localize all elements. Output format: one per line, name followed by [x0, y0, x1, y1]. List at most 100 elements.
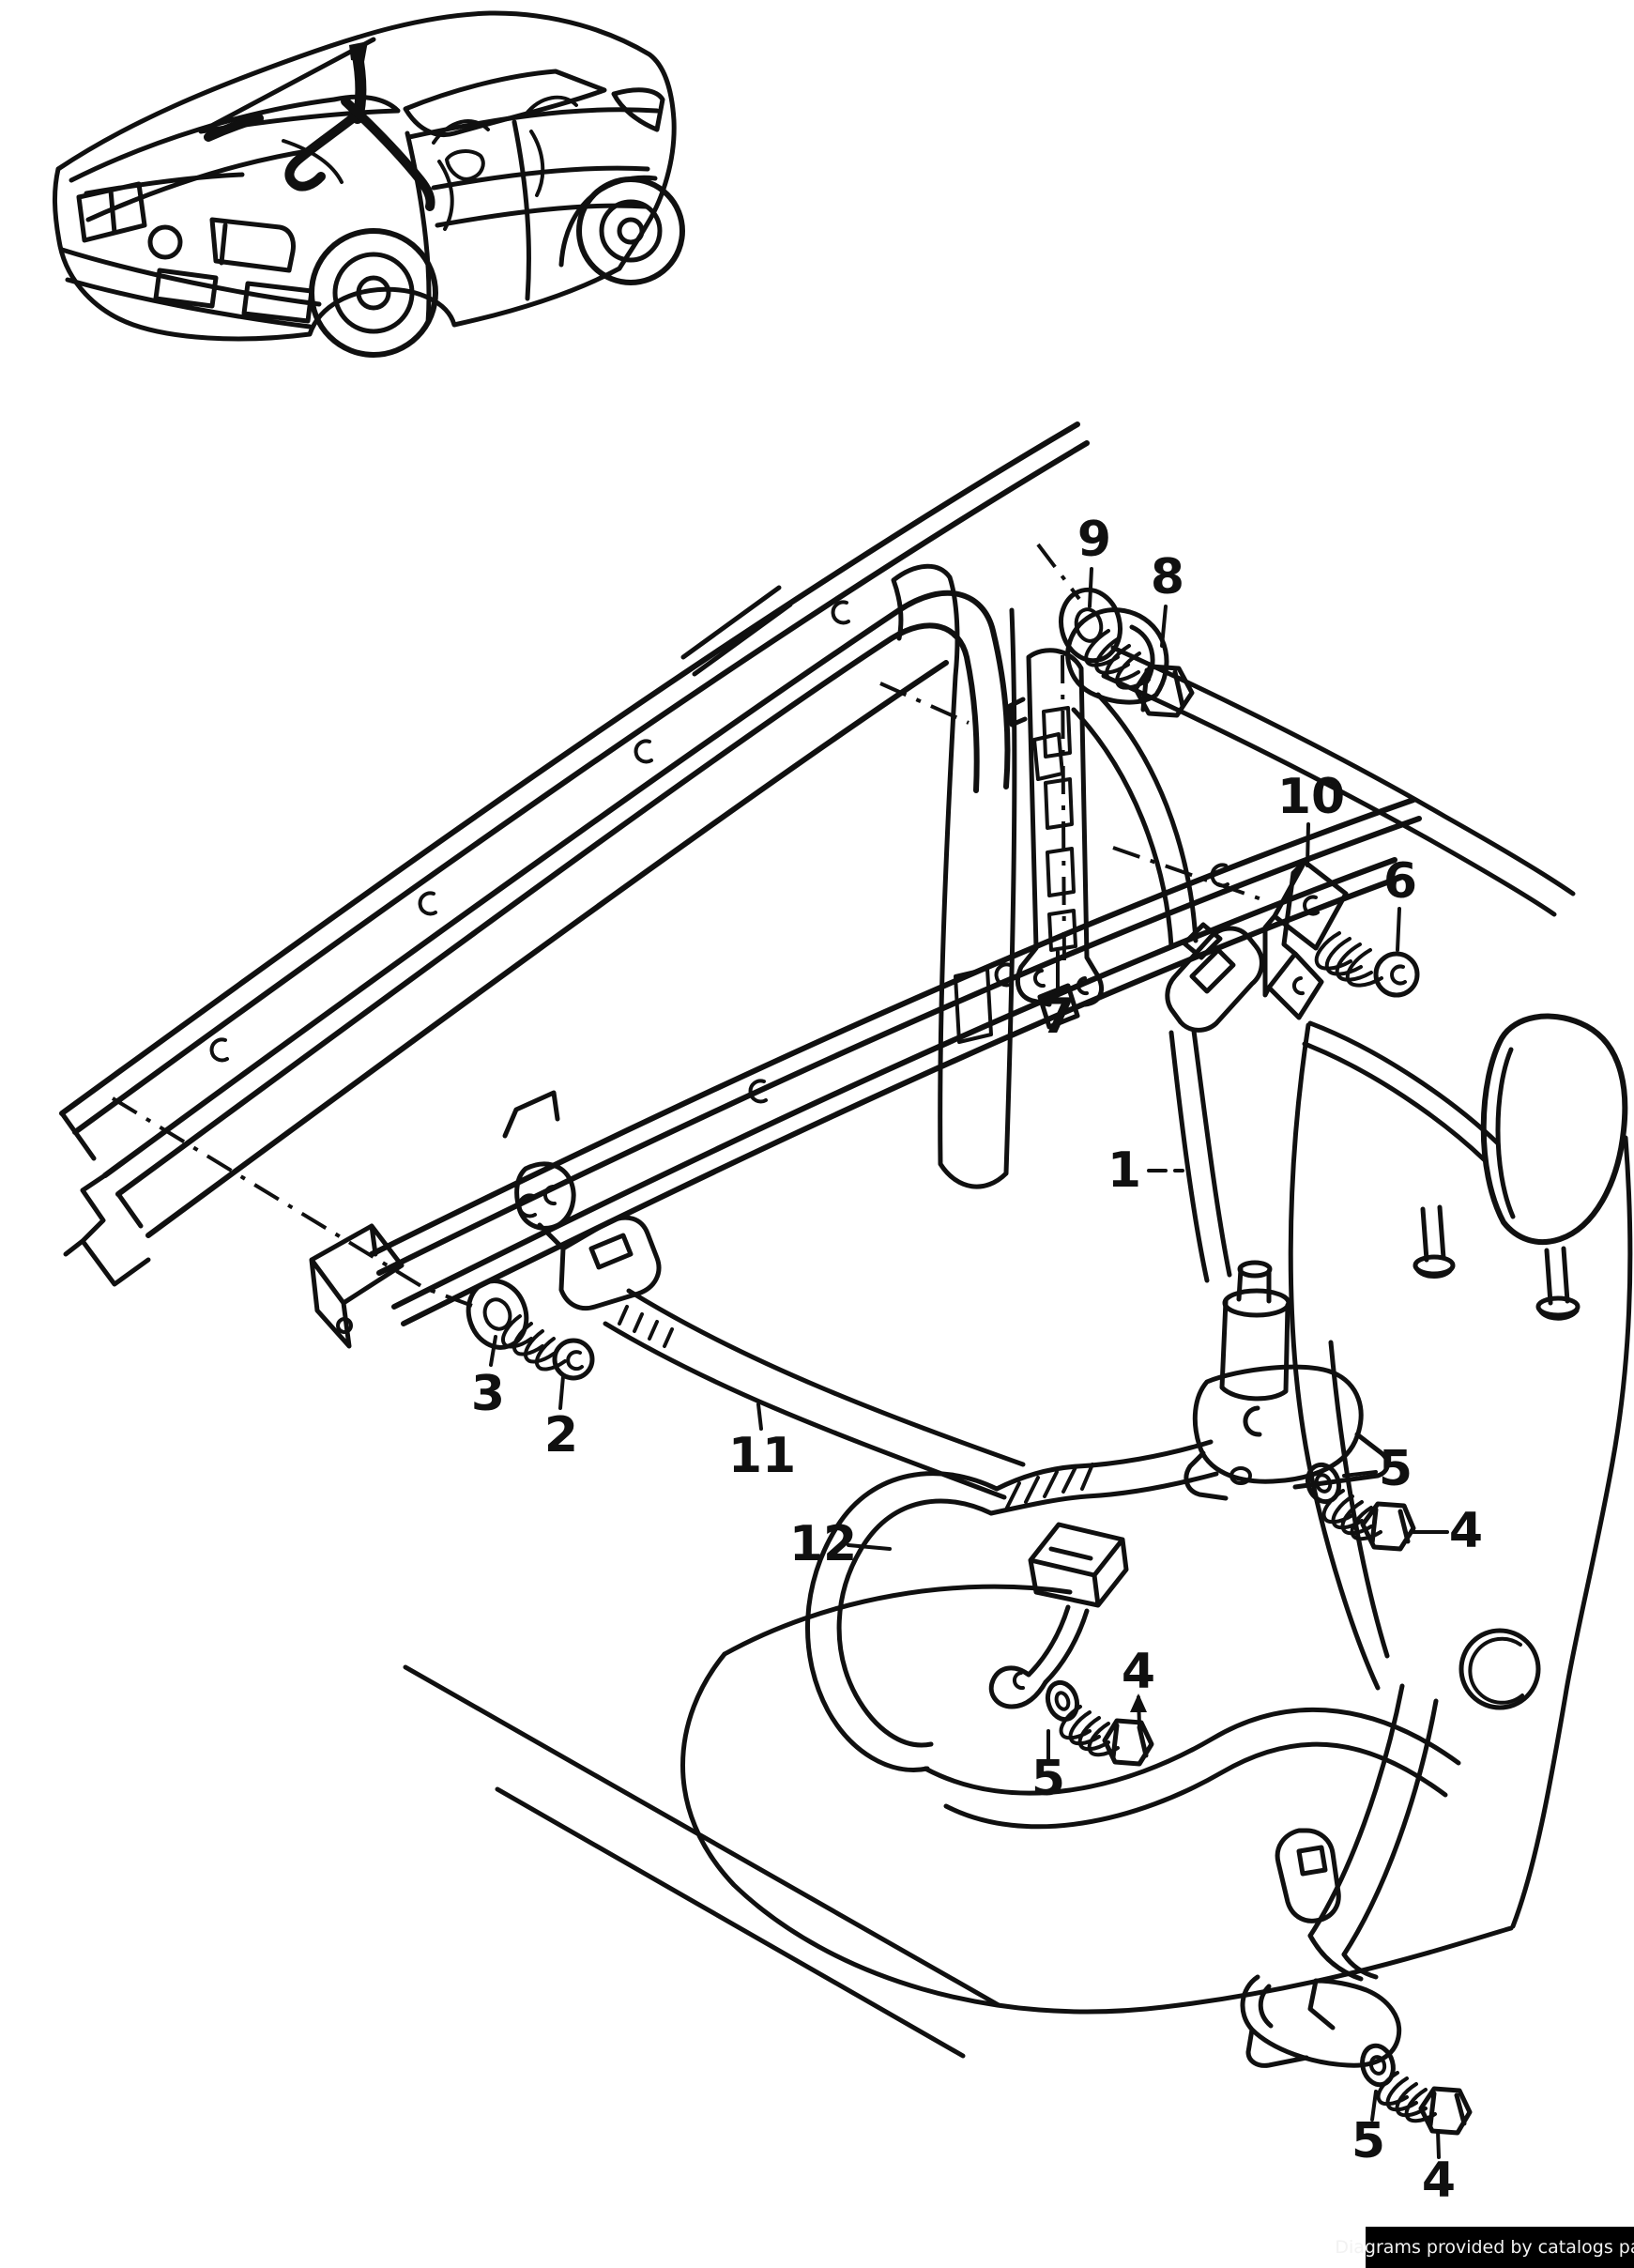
buckle-foot-hole: [1012, 1671, 1025, 1691]
callout-leader-2: [558, 1374, 565, 1410]
callout-10: 10: [1277, 769, 1345, 825]
seatback-top-edge: [1302, 1020, 1501, 1163]
adjuster-rail-7: [1007, 648, 1104, 1007]
bolt-8-threads: [1084, 629, 1151, 690]
headrest-posts: [1414, 1204, 1580, 1321]
headrest: [1480, 1013, 1628, 1246]
belt-hatch-marks: [1005, 1463, 1094, 1509]
washer-5b-outer: [1045, 1679, 1080, 1723]
recline-knob-inner: [1468, 1636, 1524, 1705]
centerline-to-washer-9: [1036, 543, 1081, 601]
provider-badge: Diagrams provided by catalogs parts: [1335, 2227, 1634, 2268]
belt-11-webbing: [603, 1288, 1026, 1500]
callout-arrow-4: [1130, 1693, 1147, 1712]
callout-4: 4: [1449, 1503, 1483, 1559]
centerline-to-washer-3: [111, 1096, 476, 1309]
bolt-4c-hex-head: [1418, 2086, 1473, 2136]
screw-2-head: [552, 1338, 595, 1381]
lap-loop-outer: [805, 1471, 1000, 1772]
callout-leader-5: [1342, 1470, 1378, 1478]
car-windows: [403, 69, 665, 137]
bolt-4b-threads: [1059, 1705, 1120, 1757]
bolt-4b-hex-head: [1102, 1718, 1154, 1767]
provider-badge-text: Diagrams provided by catalogs parts: [1335, 2237, 1634, 2258]
bolt-4c-threads: [1376, 2071, 1437, 2123]
bolt-4a-threads: [1321, 1489, 1382, 1541]
front-wheel-hub: [356, 275, 391, 311]
floor-sill-lines: [403, 1664, 1001, 2059]
car-belt-top-anchor-mark: [349, 41, 368, 62]
lower-belt-and-anchor: [1240, 1683, 1473, 2136]
buckle-foot: [988, 1665, 1048, 1709]
seatback-left-edge: [1288, 1022, 1390, 1691]
callout-leader-9: [1088, 567, 1093, 608]
rear-wheel-rim: [599, 199, 663, 263]
callout-leader-4: [1436, 2129, 1441, 2159]
roof-rail-inner-segments: [680, 585, 793, 677]
recline-knob: [1458, 1628, 1541, 1710]
buckle-assembly: [988, 1522, 1154, 1767]
belt-1-webbing-lower: [1168, 1028, 1232, 1283]
car-door-lines: [405, 119, 650, 326]
callout-leader-5: [1370, 2090, 1378, 2122]
screw-2: [501, 1314, 595, 1381]
bolt-6: [1314, 931, 1420, 998]
anchor-pivot-hole: [543, 1185, 557, 1206]
cushion-front-edge: [680, 1651, 1514, 2015]
b-pillar-and-adjuster: [891, 563, 1104, 1189]
roof-rail: [59, 421, 1090, 1287]
callout-11: 11: [728, 1428, 796, 1484]
roof-rail-holes: [209, 600, 850, 1063]
callout-1: 1: [1107, 1142, 1141, 1199]
b-pillar-outline: [891, 563, 1017, 1189]
car-inset: [53, 10, 685, 358]
floor-anchor-bracket: [1240, 1974, 1402, 2068]
callout-9: 9: [1077, 512, 1111, 568]
washer-3-inner: [482, 1297, 512, 1331]
belt-11-stitching: [618, 1305, 674, 1348]
car-body-outline: [53, 10, 677, 342]
bolt-4-buckle: [1059, 1705, 1154, 1767]
callout-5: 5: [1031, 1751, 1065, 1807]
callout-6: 6: [1383, 853, 1417, 910]
retractor-top-cap: [1237, 1260, 1273, 1279]
belt-1-adjuster-fitting: [1165, 922, 1264, 1033]
adjuster-foot-holes: [1032, 969, 1089, 996]
centerline-pillar-vertical: [1061, 654, 1066, 968]
bolt-4-floor: [1376, 2071, 1473, 2136]
callout-leader-11: [756, 1402, 763, 1431]
post-collar-left: [1413, 1254, 1456, 1277]
cushion-top-edge: [722, 1584, 1073, 1657]
callout-2: 2: [544, 1407, 578, 1463]
roof-rail-lines: [59, 421, 1090, 1238]
bolt-6-threads: [1314, 931, 1383, 988]
retractor-cylinder: [1219, 1298, 1290, 1402]
door-rail-end-box: [309, 1223, 405, 1349]
car-apillar-trim-mark: [204, 114, 264, 142]
door-rail-end-hole: [336, 1317, 353, 1334]
callout-leader-8: [1160, 605, 1168, 648]
rear-wheel-hub: [617, 217, 645, 245]
roof-rail-end-bracket: [59, 1111, 151, 1287]
car-interior-seats: [282, 95, 578, 231]
callout-leader-3: [489, 1335, 497, 1367]
callout-5: 5: [1379, 1441, 1413, 1497]
bolt-6-head: [1373, 951, 1420, 998]
washer-5a-inner: [1314, 1473, 1333, 1494]
buckle-stalk: [1026, 1604, 1090, 1685]
car-front-details: [59, 172, 322, 329]
car-belt-shoulder-highlight: [284, 110, 362, 192]
callout-4: 4: [1122, 1644, 1155, 1700]
bracket-10: [1262, 859, 1349, 1020]
adjuster-rail-slots: [1042, 706, 1077, 952]
door-rail-lines: [369, 797, 1422, 1326]
adjuster-foot-diamond: [1037, 983, 1080, 1030]
shoulder-belt: [1065, 607, 1576, 1283]
car-vw-badge: [147, 224, 183, 260]
callout-8: 8: [1151, 549, 1184, 605]
bolt-4a-hex-head: [1360, 1501, 1416, 1552]
retractor-base-hole: [1229, 1466, 1252, 1485]
anchor-pivot-fitting: [514, 1161, 576, 1251]
sliding-latch-plate: [1275, 1828, 1341, 1923]
